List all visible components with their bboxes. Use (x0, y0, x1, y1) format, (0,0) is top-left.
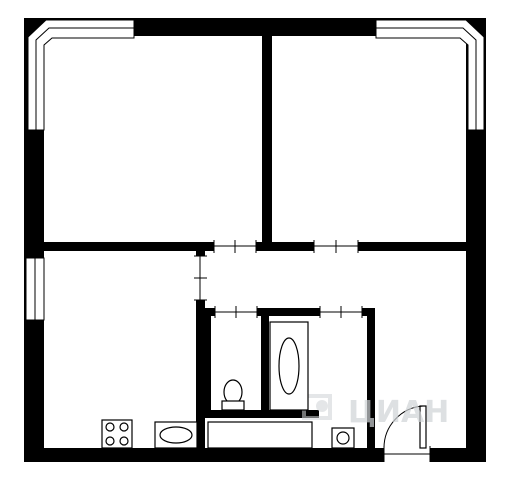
doorway-toilet (214, 306, 258, 318)
toilet-bowl (223, 379, 243, 405)
wall-bath-block-bottom (205, 410, 319, 418)
window-frame (375, 19, 485, 131)
window-top-left (27, 19, 135, 131)
wall-toilet-left (205, 316, 211, 410)
wall-bathroom-block-top (205, 308, 375, 316)
toilet (221, 379, 245, 411)
burner-icon (119, 436, 129, 446)
doorway-hall-bedroom-left (213, 240, 257, 253)
sink-basin (159, 426, 193, 444)
kitchen-sink (154, 421, 198, 449)
toilet-tank (221, 400, 245, 411)
counter-tub-shell (207, 421, 313, 449)
window-left (25, 257, 45, 321)
burner-icon (105, 422, 115, 432)
doorway-bathroom (319, 306, 363, 318)
window-pane-line (35, 27, 134, 130)
door-swing-arc (383, 405, 424, 449)
window-frame (27, 19, 135, 131)
burner-icon (105, 436, 115, 446)
wall-between-bedrooms (262, 36, 272, 248)
bathtub (269, 321, 309, 411)
watermark-text: ЦИАН (348, 395, 449, 430)
wall-bathroom-block-right (367, 308, 375, 448)
stove (101, 419, 133, 449)
wall-toilet-bath (261, 316, 269, 416)
entrance-door (383, 405, 431, 462)
doorway-kitchen (194, 255, 207, 301)
top-wall (24, 18, 486, 36)
washbasin-bowl (336, 431, 350, 445)
window-pane-line (376, 27, 477, 130)
burner-icon (119, 422, 129, 432)
counter-tub (207, 421, 313, 449)
window-top-right (375, 19, 485, 131)
doorway-hall-bedroom-right (313, 240, 359, 253)
bathtub-basin (278, 337, 300, 395)
washbasin (331, 427, 355, 449)
bottom-wall (24, 448, 486, 462)
wall-kitchen-hall (196, 251, 205, 451)
watermark: ЦИАН (302, 394, 449, 430)
